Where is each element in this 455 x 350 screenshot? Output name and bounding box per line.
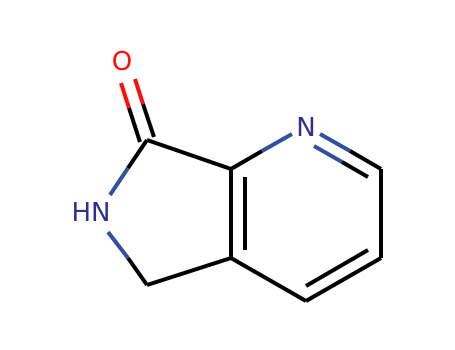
oxygen-label: O — [112, 47, 132, 77]
carbonyl-double-bond — [119, 78, 156, 143]
bond-c7a-n1-blue — [261, 132, 293, 153]
bond-co-1 — [127, 107, 142, 143]
bond-c7-c7a — [146, 138, 232, 171]
bond-c4-c4a — [230, 256, 307, 303]
bond-co-2 — [141, 103, 156, 138]
amide-nitrogen-label: HN — [72, 198, 111, 228]
bond-n6-c5-blue — [106, 230, 130, 260]
bond-n6-c5 — [126, 256, 149, 287]
bond-co-2-red — [133, 78, 145, 105]
bond-n1-c2-blue — [319, 132, 351, 153]
bond-n1-c2-inner — [341, 160, 369, 179]
bond-c3-c4 — [305, 256, 382, 303]
bond-c3-c4-inner — [304, 248, 370, 288]
ring-nitrogen-label: N — [296, 113, 315, 143]
bond-c7-n6 — [126, 138, 149, 170]
bond-n1-c2-inner-blue — [313, 144, 343, 164]
bond-c7a-n1 — [229, 149, 264, 171]
bond-co-1-red — [119, 82, 131, 109]
bond-c7-n6-blue — [108, 166, 130, 197]
bond-n1-c2 — [348, 149, 383, 171]
bond-c5-c4a — [146, 256, 232, 287]
